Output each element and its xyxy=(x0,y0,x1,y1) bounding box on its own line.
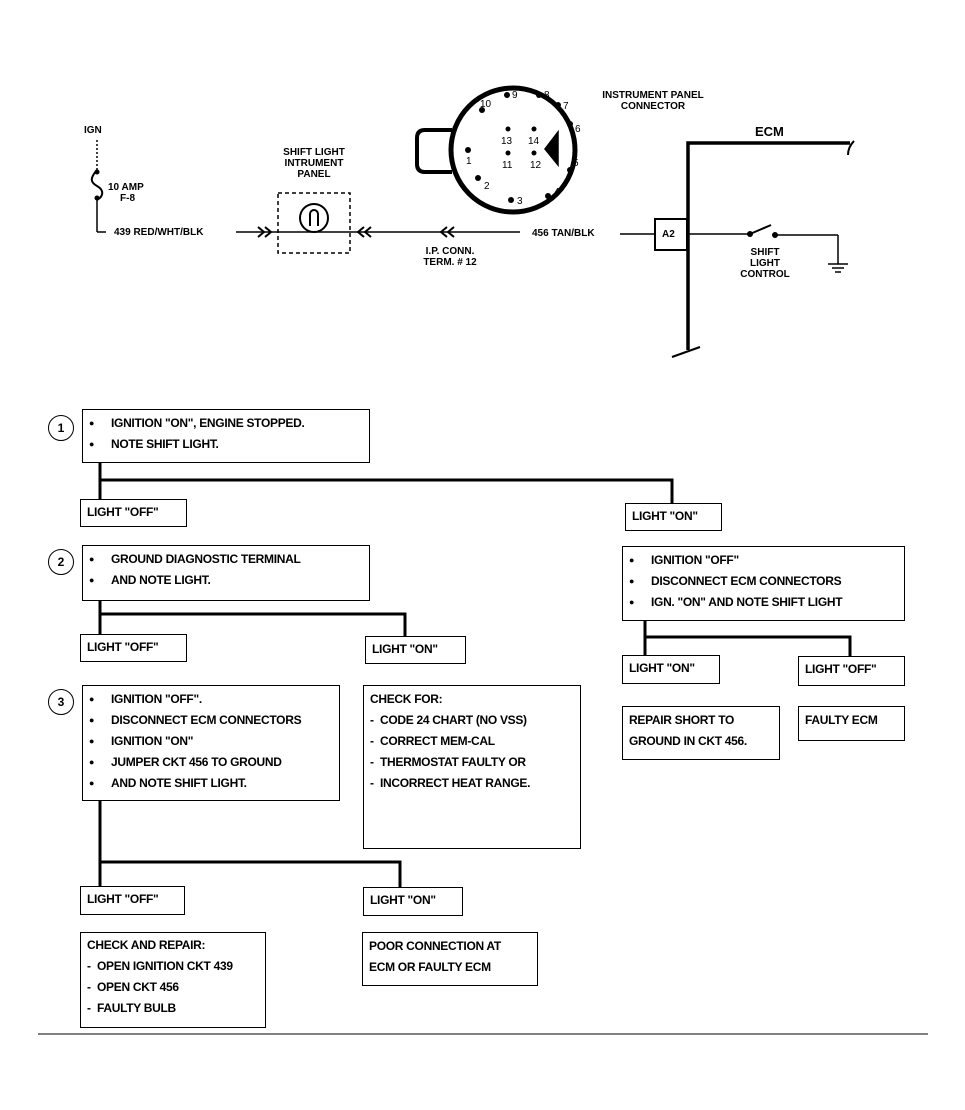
step-item: IGN. "ON" AND NOTE SHIFT LIGHT xyxy=(629,592,898,613)
ip-conn-line: I.P. CONN. xyxy=(425,246,475,257)
pin-label: 1 xyxy=(466,156,472,167)
ip-conn-label: I.P. CONN.TERM. # 12 xyxy=(410,246,490,268)
result-line: REPAIR SHORT TO xyxy=(629,713,735,727)
result-line: POOR CONNECTION AT xyxy=(369,939,501,953)
pin-label: 7 xyxy=(563,101,569,112)
step-2-light-off: LIGHT "OFF" xyxy=(80,634,187,662)
shift-light-line: SHIFT LIGHT xyxy=(283,147,345,158)
pin-label: 5 xyxy=(573,158,579,169)
step-2-box: GROUND DIAGNOSTIC TERMINAL AND NOTE LIGH… xyxy=(82,545,370,601)
step-3-light-on: LIGHT "ON" xyxy=(363,887,463,916)
pin-label: 8 xyxy=(544,90,550,101)
pin-label: 4 xyxy=(554,187,560,198)
pin-label: 13 xyxy=(501,136,513,147)
result-line: ECM OR FAULTY ECM xyxy=(369,960,491,974)
step-item: IGNITION "OFF" xyxy=(629,550,898,571)
pin-label: 2 xyxy=(484,181,490,192)
step-item: DISCONNECT ECM CONNECTORS xyxy=(629,571,898,592)
step-item: AND NOTE SHIFT LIGHT. xyxy=(89,773,333,794)
step-item: DISCONNECT ECM CONNECTORS xyxy=(89,710,333,731)
ecm-light-off: LIGHT "OFF" xyxy=(798,656,905,686)
step-item: IGNITION "ON" xyxy=(89,731,333,752)
check-repair-title: CHECK AND REPAIR: xyxy=(87,938,206,952)
wire-456-label: 456 TAN/BLK xyxy=(532,228,595,239)
shift-light-line: PANEL xyxy=(297,169,331,180)
step-item: NOTE SHIFT LIGHT. xyxy=(89,434,363,455)
step-3-box: IGNITION "OFF". DISCONNECT ECM CONNECTOR… xyxy=(82,685,340,801)
switch-line: LIGHT xyxy=(750,258,780,269)
pin-label: 14 xyxy=(528,136,540,147)
check-item: CODE 24 CHART (NO VSS) xyxy=(370,710,574,731)
pin-label: 12 xyxy=(530,160,542,171)
faulty-ecm-box: FAULTY ECM xyxy=(798,706,905,741)
pin-label: 9 xyxy=(512,90,518,101)
step-1-box: IGNITION "ON", ENGINE STOPPED. NOTE SHIF… xyxy=(82,409,370,463)
pin-label: 10 xyxy=(480,99,492,110)
step-number-1: 1 xyxy=(48,415,74,441)
pin-label: 11 xyxy=(502,160,513,171)
step-1-light-off: LIGHT "OFF" xyxy=(80,499,187,527)
fuse-id: F-8 xyxy=(120,193,135,204)
shift-light-line: INTRUMENT xyxy=(284,158,344,169)
ip-conn-line: TERM. # 12 xyxy=(423,257,477,268)
step-item: IGNITION "OFF". xyxy=(89,689,333,710)
step-item: IGNITION "ON", ENGINE STOPPED. xyxy=(89,413,363,434)
wire-439-label: 439 RED/WHT/BLK xyxy=(114,227,204,238)
switch-line: CONTROL xyxy=(740,269,790,280)
check-for-title: CHECK FOR: xyxy=(370,692,443,706)
a2-label: A2 xyxy=(662,229,675,240)
poor-connection-box: POOR CONNECTION AT ECM OR FAULTY ECM xyxy=(362,932,538,986)
step-1-light-on: LIGHT "ON" xyxy=(625,503,722,531)
step-item: AND NOTE LIGHT. xyxy=(89,570,363,591)
step-2-light-on: LIGHT "ON" xyxy=(365,636,466,664)
switch-line: SHIFT xyxy=(750,247,780,258)
step-item: JUMPER CKT 456 TO GROUND xyxy=(89,752,333,773)
ign-label: IGN xyxy=(84,125,102,136)
fuse-rating: 10 AMP xyxy=(108,182,144,193)
ecm-light-on: LIGHT "ON" xyxy=(622,655,720,684)
repair-item: FAULTY BULB xyxy=(87,998,259,1019)
pin-label: 6 xyxy=(575,124,581,135)
repair-item: OPEN CKT 456 xyxy=(87,977,259,998)
check-for-box: CHECK FOR: CODE 24 CHART (NO VSS) CORREC… xyxy=(363,685,581,849)
connector-line: CONNECTOR xyxy=(620,101,686,112)
pin-label: 3 xyxy=(517,196,523,207)
repair-short-box: REPAIR SHORT TO GROUND IN CKT 456. xyxy=(622,706,780,760)
ecm-disconnect-box: IGNITION "OFF" DISCONNECT ECM CONNECTORS… xyxy=(622,546,905,621)
check-item: INCORRECT HEAT RANGE. xyxy=(370,773,574,794)
check-item: CORRECT MEM-CAL xyxy=(370,731,574,752)
step-item: GROUND DIAGNOSTIC TERMINAL xyxy=(89,549,363,570)
ecm-label: ECM xyxy=(755,124,784,139)
step-3-light-off: LIGHT "OFF" xyxy=(80,886,185,915)
connector-line: INSTRUMENT PANEL xyxy=(602,90,704,101)
step-number-2: 2 xyxy=(48,549,74,575)
check-item: THERMOSTAT FAULTY OR xyxy=(370,752,574,773)
repair-item: OPEN IGNITION CKT 439 xyxy=(87,956,259,977)
step-number-3: 3 xyxy=(48,689,74,715)
check-repair-box: CHECK AND REPAIR: OPEN IGNITION CKT 439 … xyxy=(80,932,266,1028)
result-line: GROUND IN CKT 456. xyxy=(629,734,747,748)
